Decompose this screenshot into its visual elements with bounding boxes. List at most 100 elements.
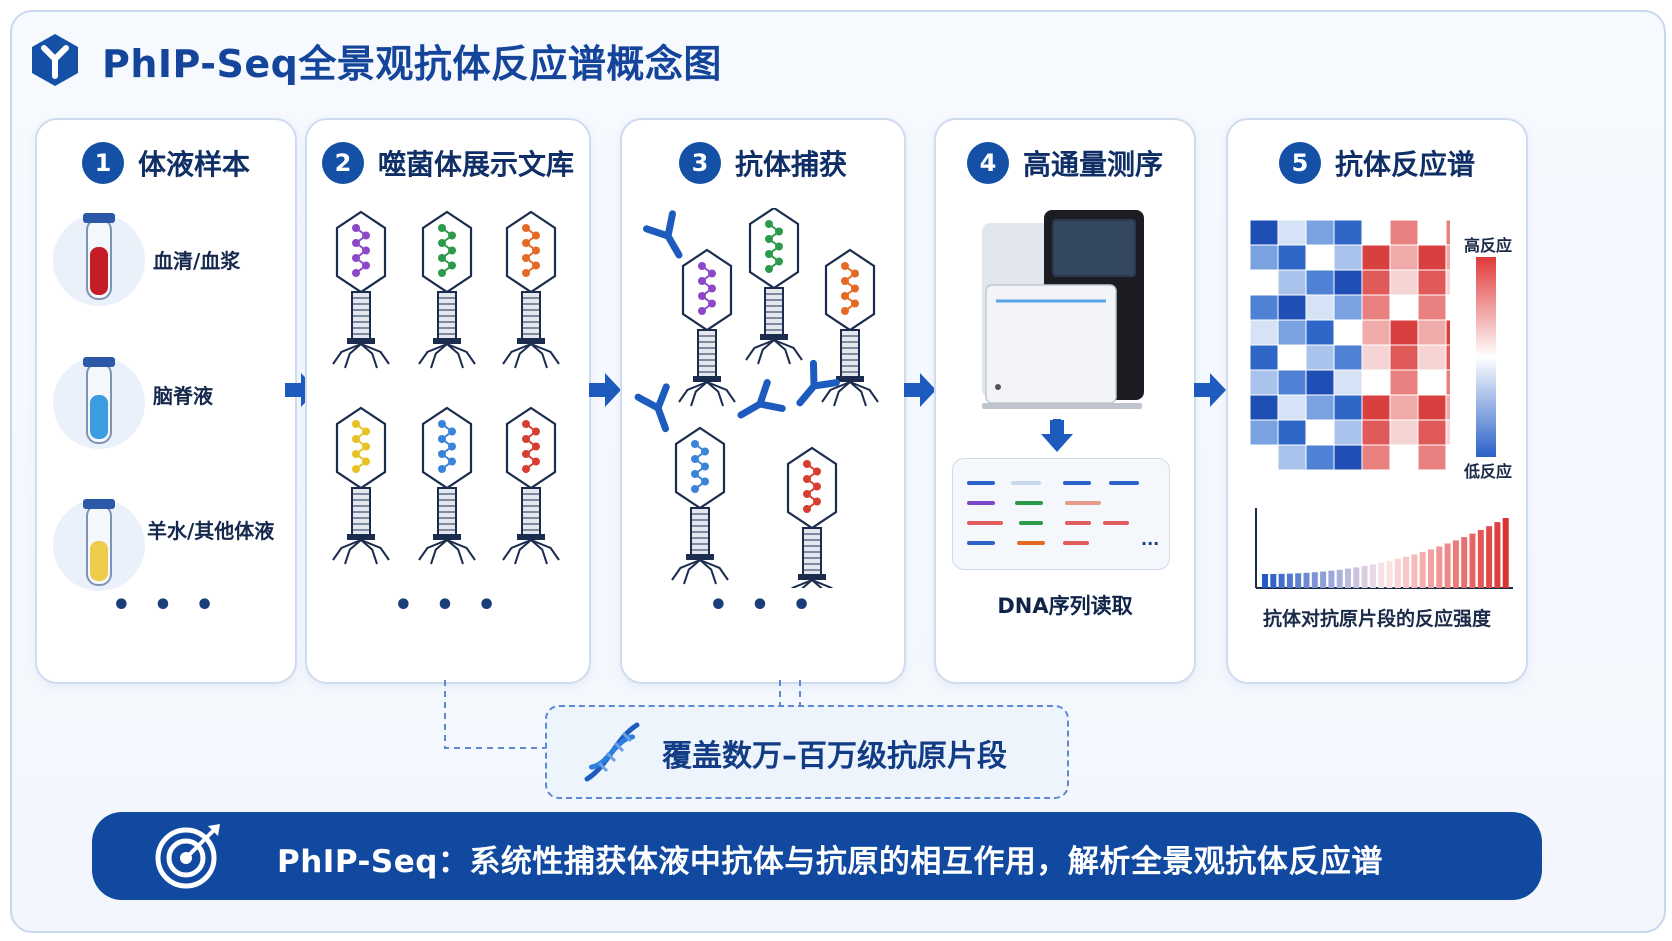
heatmap-cell	[1389, 319, 1419, 346]
heatmap-cell	[1389, 294, 1419, 321]
flow-arrow-icon	[904, 373, 936, 407]
reactivity-bar	[1328, 570, 1335, 588]
heatmap-cell	[1445, 244, 1450, 271]
phage-icon	[678, 248, 736, 407]
heatmap-cell	[1305, 444, 1335, 471]
read-segment	[1063, 541, 1089, 545]
step-label: 抗体捕获	[734, 148, 847, 181]
step-number: 5	[1278, 142, 1321, 184]
heatmap-cell	[1417, 220, 1447, 246]
reactivity-bar	[1295, 573, 1302, 588]
heatmap-cell	[1333, 220, 1363, 246]
reactivity-bar-icon	[1255, 508, 1513, 589]
reactivity-bar	[1436, 546, 1443, 588]
read-segment	[1017, 541, 1045, 545]
heatmap-cell	[1277, 269, 1307, 296]
reactivity-bar	[1502, 518, 1509, 588]
heatmap-cell	[1361, 319, 1391, 346]
heatmap-cell	[1277, 220, 1307, 246]
sequence-reads-icon: ...	[967, 481, 1159, 549]
flow-arrow-icon	[1194, 373, 1226, 407]
reactivity-bar	[1311, 572, 1318, 588]
reads-ellipsis: ...	[1141, 530, 1159, 549]
phage-library-icons	[332, 210, 560, 565]
heatmap-cell	[1389, 269, 1419, 296]
legend-high-label: 高反应	[1464, 236, 1513, 255]
heatmap-cell	[1250, 369, 1279, 396]
step-card-antibody-profile: 5 抗体反应谱 高反应 低反应 抗体对抗原片段的反应强度	[1226, 118, 1528, 684]
heatmap-cell	[1250, 444, 1279, 471]
reactivity-bar	[1461, 537, 1468, 588]
sample-label-serum: 血清/血浆	[153, 249, 241, 273]
heatmap-cell	[1305, 269, 1335, 296]
phage-icon	[418, 406, 476, 565]
read-segment	[1011, 481, 1041, 485]
heatmap-cell	[1361, 344, 1391, 371]
heatmap-cell	[1333, 394, 1363, 421]
read-segment	[967, 541, 995, 545]
coverage-box: 覆盖数万–百万级抗原片段	[545, 705, 1069, 799]
heatmap-cell	[1305, 419, 1335, 446]
heatmap-cell	[1417, 369, 1447, 396]
reactivity-bar	[1428, 549, 1434, 588]
step-label: 高通量测序	[1022, 148, 1163, 181]
page-title: PhIP-Seq全景观抗体反应谱概念图	[102, 41, 722, 86]
heatmap-cell	[1305, 294, 1335, 321]
reactivity-bar	[1469, 533, 1476, 588]
target-icon	[155, 824, 220, 889]
antibody-icon	[634, 383, 670, 433]
heatmap-cell	[1389, 369, 1419, 396]
phage-icon	[671, 426, 729, 585]
heatmap-cell	[1277, 294, 1307, 321]
heatmap-cell	[1445, 319, 1450, 346]
read-segment	[967, 501, 995, 505]
step-card-phage-library: 2 噬菌体展示文库 • • •	[305, 118, 591, 684]
heatmap-cell	[1305, 244, 1335, 271]
heatmap-cell	[1361, 244, 1391, 271]
step-card-antibody-capture: 3 抗体捕获 • • •	[620, 118, 906, 684]
reactivity-bar	[1411, 554, 1418, 588]
step-card-samples: 1 体液样本 血清/血浆 脑脊液 羊水/其他体液 • • •	[35, 118, 297, 684]
heatmap-cell	[1445, 220, 1450, 246]
antibody-icon	[737, 379, 786, 419]
heatmap-cell	[1305, 369, 1335, 396]
heatmap-cell	[1305, 344, 1335, 371]
reactivity-bar	[1336, 569, 1343, 588]
heatmap-cell	[1250, 394, 1279, 421]
heatmap-cell	[1277, 394, 1307, 421]
heatmap-cell	[1389, 344, 1419, 371]
heatmap-cell	[1333, 444, 1363, 471]
flow-arrow-icon	[589, 373, 621, 407]
coverage-text: 覆盖数万–百万级抗原片段	[662, 739, 1007, 774]
reactivity-bar	[1477, 529, 1484, 588]
antibody-icon	[643, 210, 683, 259]
reactivity-bar	[1320, 571, 1327, 588]
read-segment	[1109, 481, 1139, 485]
heatmap-cell	[1361, 294, 1391, 321]
read-segment	[1063, 481, 1091, 485]
reactivity-bar	[1286, 573, 1293, 588]
heatmap-cell	[1389, 244, 1419, 271]
reactivity-bar	[1262, 574, 1268, 588]
reactivity-bar	[1369, 564, 1376, 588]
phage-icon	[418, 210, 476, 369]
reactivity-bar	[1345, 568, 1351, 588]
phage-icon	[332, 210, 390, 369]
ellipsis: • • •	[393, 588, 503, 623]
heatmap-cell	[1361, 220, 1391, 246]
heatmap-cell	[1361, 369, 1391, 396]
heatmap-cell	[1417, 319, 1447, 346]
heatmap-cell	[1250, 294, 1279, 321]
heatmap-cell	[1417, 269, 1447, 296]
reactivity-bar	[1278, 573, 1285, 588]
heatmap-cell	[1361, 419, 1391, 446]
heatmap-cell	[1445, 294, 1450, 321]
step-number: 1	[81, 142, 124, 184]
sample-label-csf: 脑脊液	[153, 384, 213, 408]
heatmap-cell	[1277, 369, 1307, 396]
heatmap-cell	[1250, 244, 1279, 271]
reactivity-bar	[1444, 543, 1451, 588]
heatmap-cell	[1361, 394, 1391, 421]
heatmap-cell	[1445, 369, 1450, 396]
heatmap-cell	[1417, 294, 1447, 321]
